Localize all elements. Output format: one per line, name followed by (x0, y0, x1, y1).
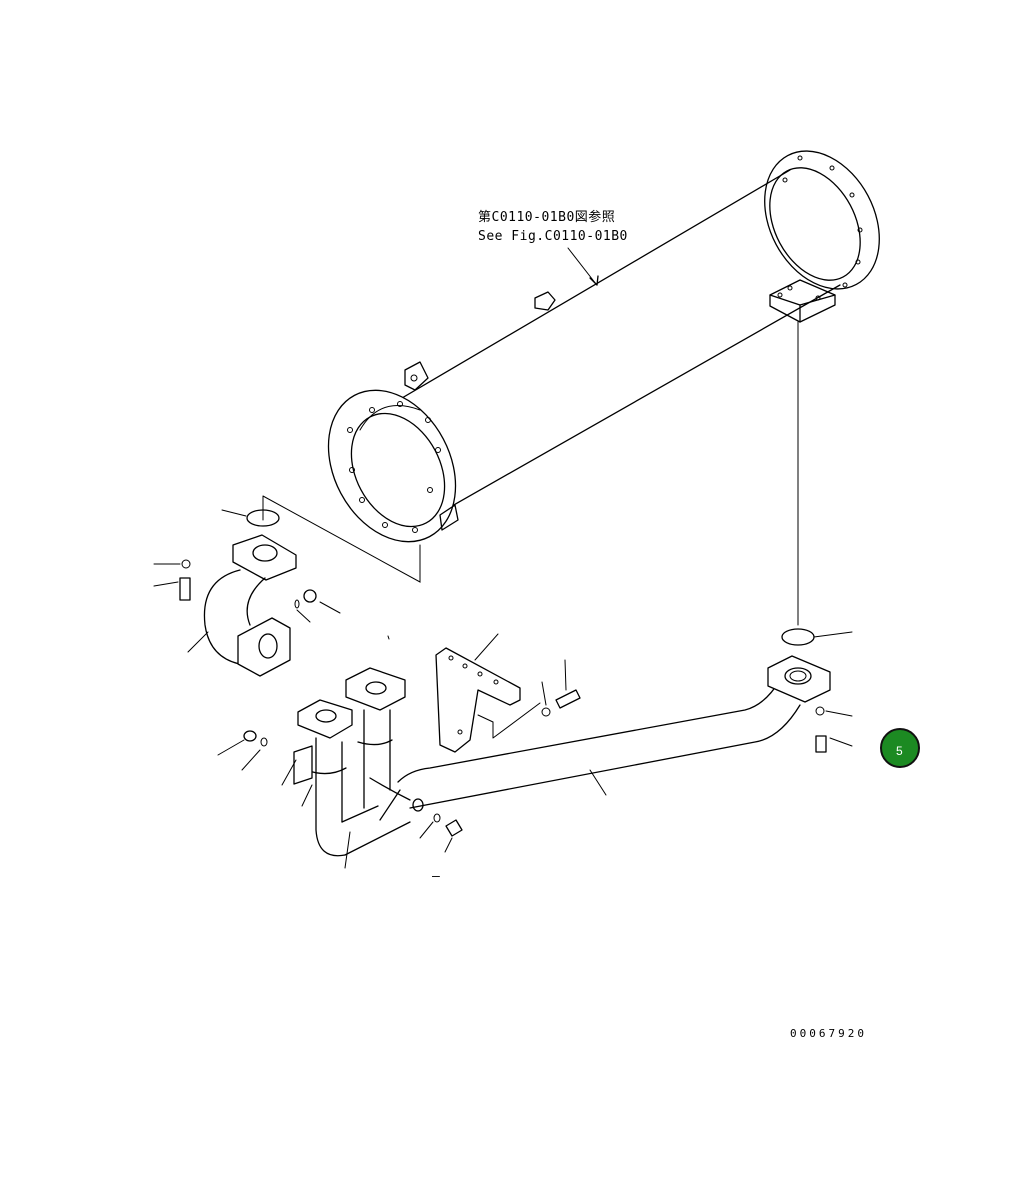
nut-left-lower (217, 730, 268, 771)
plug-fittings (419, 813, 463, 853)
dash-mark: – (432, 869, 440, 884)
bolt-right (815, 706, 853, 753)
bolt-bracket (541, 659, 581, 717)
bolt-left-upper (153, 559, 191, 601)
gasket-right (781, 628, 853, 646)
support-bracket (435, 633, 541, 753)
elbow-pipe-left (187, 534, 297, 677)
callout-line-jp: 第C0110-01B0図参照 (478, 209, 615, 225)
drawing-number: 00067920 (790, 1027, 867, 1040)
hotspot-circle[interactable] (880, 728, 920, 768)
main-tube (327, 150, 880, 543)
part-hotspot-5[interactable]: 5 (880, 728, 920, 768)
flange-bolt-holes (347, 155, 863, 533)
twin-pipe-assembly (281, 667, 411, 869)
reference-callout: 第C0110-01B0図参照 See Fig.C0110-01B0 (478, 209, 628, 286)
bolt-left-lower (294, 589, 341, 623)
long-pipe (397, 679, 801, 812)
callout-line-en: See Fig.C0110-01B0 (478, 229, 628, 244)
gasket-left (221, 509, 280, 527)
assembly-guide-line-left (262, 495, 421, 583)
hotspot-label[interactable]: 5 (896, 744, 903, 758)
flange-right (767, 655, 831, 703)
